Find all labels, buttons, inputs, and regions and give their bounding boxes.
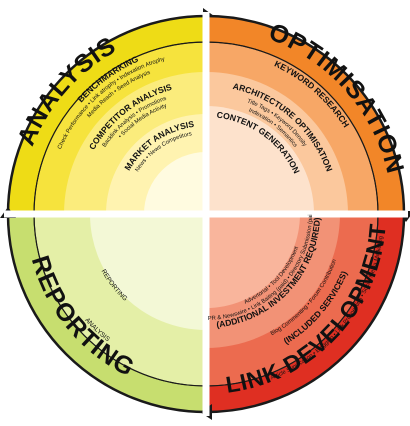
analysis-ring-4 — [144, 152, 206, 214]
analysis-quadrant — [8, 8, 214, 215]
optimisation-ring-3 — [206, 106, 314, 214]
reporting-quadrant — [0, 207, 207, 412]
optimisation-quadrant — [205, 16, 410, 222]
reporting-ring-2 — [90, 214, 206, 330]
link-development-quadrant — [200, 213, 404, 420]
link-ring-3 — [206, 214, 300, 308]
